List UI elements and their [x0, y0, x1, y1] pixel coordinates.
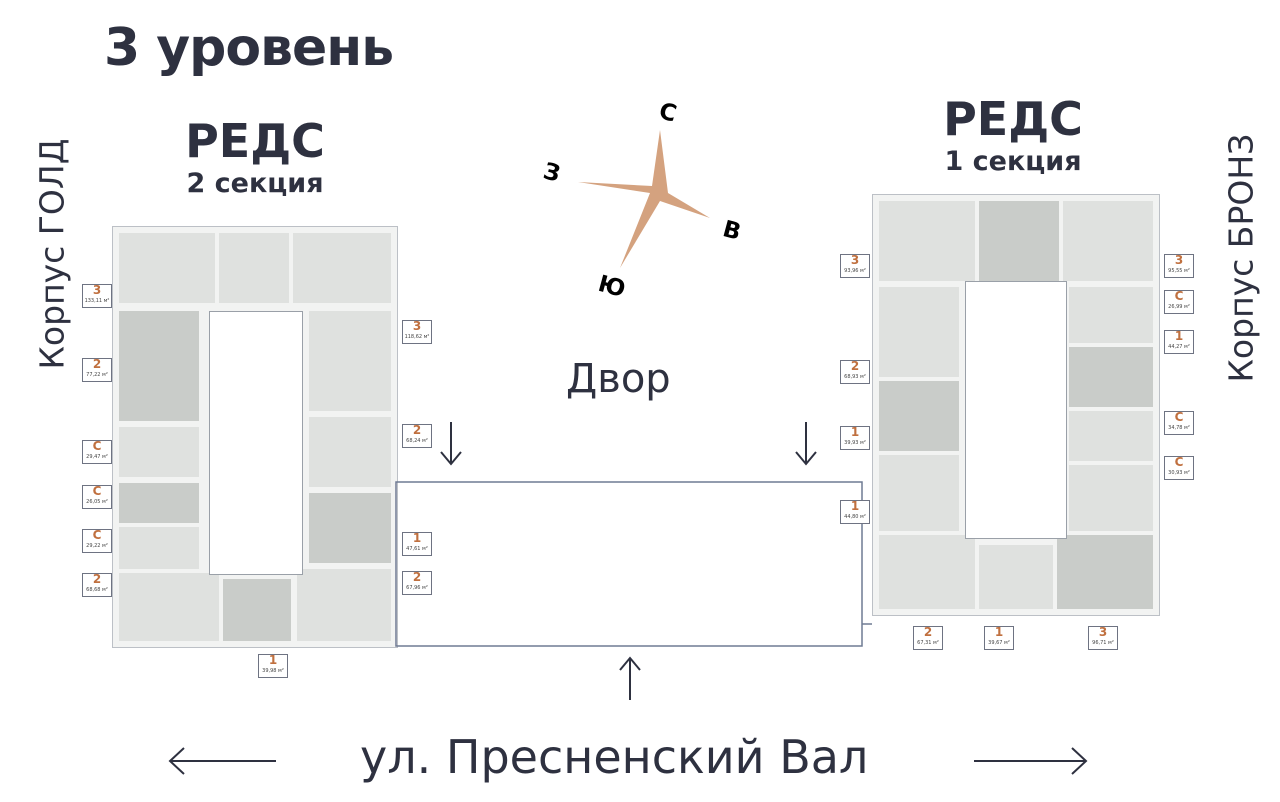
left-arrow-icon: [168, 747, 276, 775]
apartment-unit[interactable]: [119, 527, 199, 569]
apartment-unit[interactable]: [309, 311, 391, 411]
stair-elevator-core: [965, 281, 1067, 539]
apartment-unit[interactable]: [119, 483, 199, 523]
apartment-unit[interactable]: [119, 233, 215, 303]
apartment-unit[interactable]: [219, 233, 289, 303]
left-building-title: РЕДС 2 секция: [170, 118, 340, 197]
right-building-section: 1 секция: [944, 146, 1082, 177]
apartment-unit[interactable]: [979, 545, 1053, 609]
apartment-unit[interactable]: [223, 579, 291, 641]
apartment-unit[interactable]: [119, 311, 199, 421]
right-building-title: РЕДС 1 секция: [928, 96, 1098, 175]
courtyard-label: Двор: [566, 356, 671, 402]
apartment-unit[interactable]: [309, 493, 391, 563]
apartment-unit[interactable]: [879, 381, 959, 451]
up-arrow-icon: [619, 656, 641, 700]
stair-elevator-core: [209, 311, 303, 575]
apartment-unit[interactable]: [1063, 201, 1153, 281]
left-floor-plan: [112, 226, 398, 648]
apartment-unit[interactable]: [979, 201, 1059, 281]
apartment-unit[interactable]: [309, 417, 391, 487]
left-building-section: 2 секция: [186, 168, 324, 199]
apartment-unit[interactable]: [879, 535, 975, 609]
compass-north: С: [656, 98, 679, 127]
down-arrow-icon: [440, 422, 462, 466]
apartment-unit[interactable]: [1069, 465, 1153, 531]
apartment-unit[interactable]: [1069, 287, 1153, 343]
apartment-unit[interactable]: [879, 201, 975, 281]
level-title: 3 уровень: [104, 18, 394, 78]
compass-east: В: [720, 216, 744, 246]
down-arrow-icon: [795, 422, 817, 466]
compass-rose-icon: С З В Ю: [540, 98, 744, 303]
right-building-name: РЕДС: [943, 92, 1083, 146]
apartment-unit[interactable]: [119, 573, 219, 641]
apartment-unit[interactable]: [879, 287, 959, 377]
apartment-unit[interactable]: [293, 233, 391, 303]
apartment-unit[interactable]: [119, 427, 199, 477]
apartment-unit[interactable]: [297, 569, 391, 641]
podium-outline: [395, 481, 863, 647]
street-label: ул. Пресненский Вал: [360, 730, 869, 784]
apartment-unit[interactable]: [1069, 411, 1153, 461]
compass-west: З: [540, 158, 563, 187]
right-floor-plan: [872, 194, 1160, 616]
apartment-unit[interactable]: [1069, 347, 1153, 407]
right-arrow-icon: [974, 747, 1088, 775]
apartment-unit[interactable]: [1057, 535, 1153, 609]
apartment-unit[interactable]: [879, 455, 959, 531]
left-building-name: РЕДС: [185, 114, 325, 168]
